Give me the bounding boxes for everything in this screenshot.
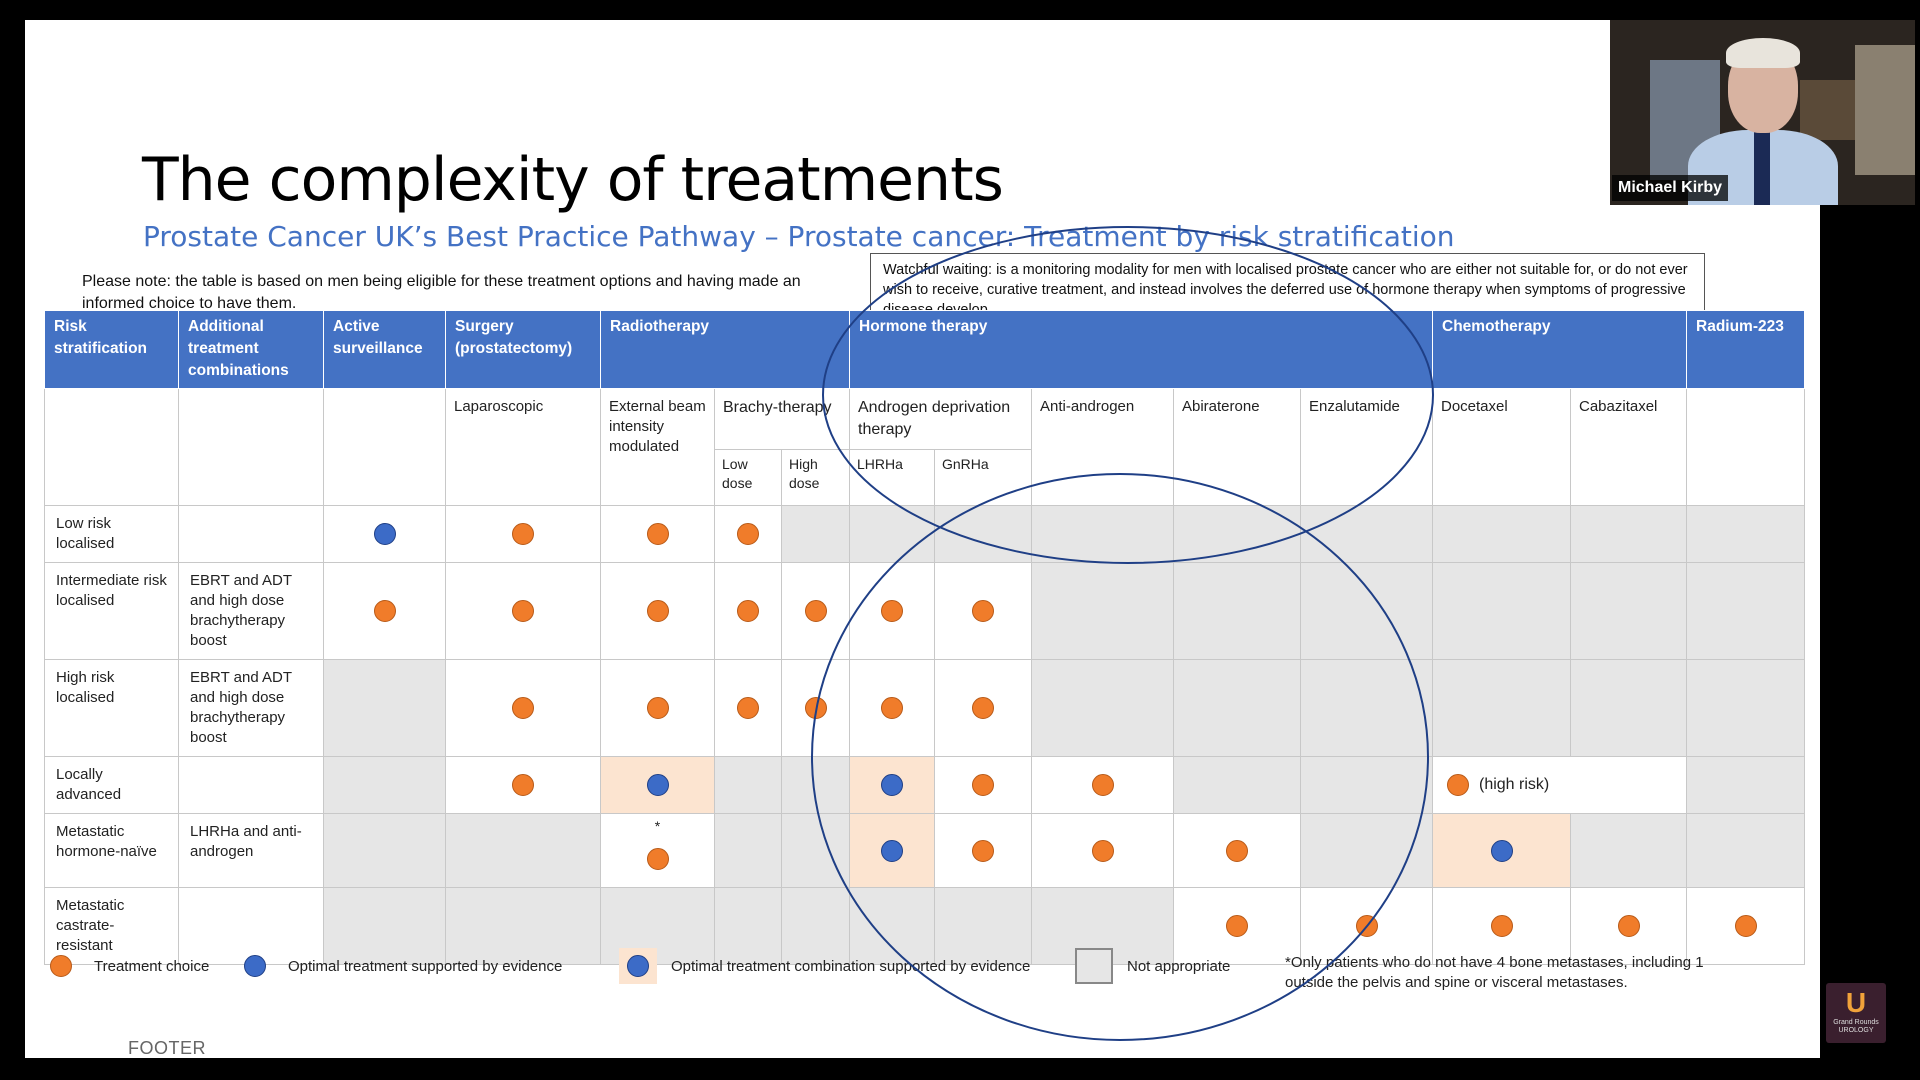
row-additional: LHRHa and anti-androgen [178, 813, 324, 888]
slide-footer: FOOTER [128, 1038, 206, 1058]
choice-dot [646, 697, 669, 719]
peach-swatch [619, 948, 657, 984]
optimal-dot [244, 955, 266, 977]
row-label: Intermediate risk localised [44, 562, 179, 660]
choice-dot [881, 697, 903, 719]
table-row: High risk localised EBRT and ADT and hig… [44, 659, 1805, 757]
choice-dot [1226, 915, 1248, 937]
row-label: High risk localised [44, 659, 179, 757]
choice-dot [646, 600, 669, 622]
choice-dot [972, 839, 994, 862]
header-surgery: Surgery (prostatectomy) [445, 310, 601, 389]
sub-empty-risk [44, 388, 179, 506]
choice-dot [512, 697, 534, 719]
table-note: Please note: the table is based on men b… [82, 273, 801, 312]
sub-low-dose: Low dose [714, 449, 782, 506]
sub-laparoscopic: Laparoscopic [445, 388, 601, 506]
sub-adt: Androgen deprivation therapy [849, 388, 1032, 450]
legend-optimal: Optimal treatment supported by evidence [244, 955, 562, 977]
row-additional [178, 756, 324, 814]
choice-dot [881, 600, 903, 622]
choice-dot [646, 523, 669, 545]
choice-dot [512, 600, 534, 622]
choice-dot [804, 600, 827, 622]
optimal-combination-dot [1490, 839, 1513, 862]
grey-swatch [1075, 948, 1113, 984]
table-row: Metastatic hormone-naïve LHRHa and anti-… [44, 813, 1805, 888]
optimal-dot [373, 523, 396, 545]
footnote: *Only patients who do not have 4 bone me… [1285, 954, 1704, 991]
choice-dot [1355, 915, 1378, 937]
choice-dot [373, 600, 396, 622]
sub-anti-androgen: Anti-androgen [1031, 388, 1174, 506]
optimal-combination-dot [881, 774, 903, 796]
choice-dot [972, 697, 994, 719]
choice-dot [972, 600, 994, 622]
header-active-surveillance: Active surveillance [323, 310, 446, 389]
slide-title: The complexity of treatments [142, 145, 1004, 215]
optimal-combination-dot [881, 839, 903, 862]
footnote-star: * [654, 818, 661, 834]
choice-dot [1490, 915, 1513, 937]
sub-abiraterone: Abiraterone [1173, 388, 1301, 506]
sub-empty-active [323, 388, 446, 506]
row-label: Low risk localised [44, 505, 179, 563]
high-risk-note: (high risk) [1479, 776, 1550, 793]
optimal-combination-dot [627, 955, 649, 977]
sub-ebrt: External beam intensity modulated [600, 388, 715, 506]
sub-empty-radium [1686, 388, 1805, 506]
row-additional [178, 887, 324, 965]
grand-rounds-urology-logo: U Grand Rounds UROLOGY [1826, 983, 1886, 1043]
row-label: Metastatic castrate-resistant [44, 887, 179, 965]
webcam-video[interactable]: Michael Kirby [1610, 20, 1915, 205]
choice-dot [1226, 839, 1248, 862]
choice-dot [737, 600, 759, 622]
row-additional: EBRT and ADT and high dose brachytherapy… [178, 659, 324, 757]
header-hormone-therapy: Hormone therapy [849, 310, 1433, 389]
table-row: Low risk localised [44, 505, 1805, 563]
row-additional: EBRT and ADT and high dose brachytherapy… [178, 562, 324, 660]
row-label: Locally advanced [44, 756, 179, 814]
treatment-table: Risk stratification Additional treatment… [44, 310, 1805, 965]
choice-dot [512, 523, 534, 545]
sub-gnrha: GnRHa [934, 449, 1032, 506]
sub-enzalutamide: Enzalutamide [1300, 388, 1433, 506]
optimal-combination-dot [646, 774, 669, 796]
choice-dot [1617, 915, 1640, 937]
sub-docetaxel: Docetaxel [1432, 388, 1571, 506]
choice-dot [972, 774, 994, 796]
sub-high-dose: High dose [781, 449, 850, 506]
table-row: Locally advanced (high risk) [44, 756, 1805, 814]
choice-dot [1447, 774, 1469, 796]
sub-brachytherapy: Brachy-therapy [714, 388, 850, 450]
table-row: Intermediate risk localised EBRT and ADT… [44, 562, 1805, 660]
row-label: Metastatic hormone-naïve [44, 813, 179, 888]
row-additional [178, 505, 324, 563]
choice-dot [804, 697, 827, 719]
choice-dot [1091, 839, 1114, 862]
legend-choice: Treatment choice [50, 955, 209, 977]
choice-dot [737, 523, 759, 545]
slide-subtitle: Prostate Cancer UK’s Best Practice Pathw… [143, 220, 1455, 253]
header-risk: Risk stratification [44, 310, 179, 389]
sub-cabazitaxel: Cabazitaxel [1570, 388, 1687, 506]
choice-dot [512, 774, 534, 796]
choice-dot [737, 697, 759, 719]
sub-lhrha: LHRHa [849, 449, 935, 506]
legend-not-appropriate: Not appropriate [1075, 948, 1230, 984]
choice-dot [50, 955, 72, 977]
choice-dot [1734, 915, 1757, 937]
header-additional: Additional treatment combinations [178, 310, 324, 389]
participant-name: Michael Kirby [1612, 175, 1729, 201]
choice-dot [1091, 774, 1114, 796]
header-radium: Radium-223 [1686, 310, 1805, 389]
header-chemotherapy: Chemotherapy [1432, 310, 1687, 389]
header-radiotherapy: Radiotherapy [600, 310, 850, 389]
choice-dot [646, 847, 669, 870]
sub-empty-additional [178, 388, 324, 506]
legend-combination: Optimal treatment combination supported … [619, 948, 1030, 984]
